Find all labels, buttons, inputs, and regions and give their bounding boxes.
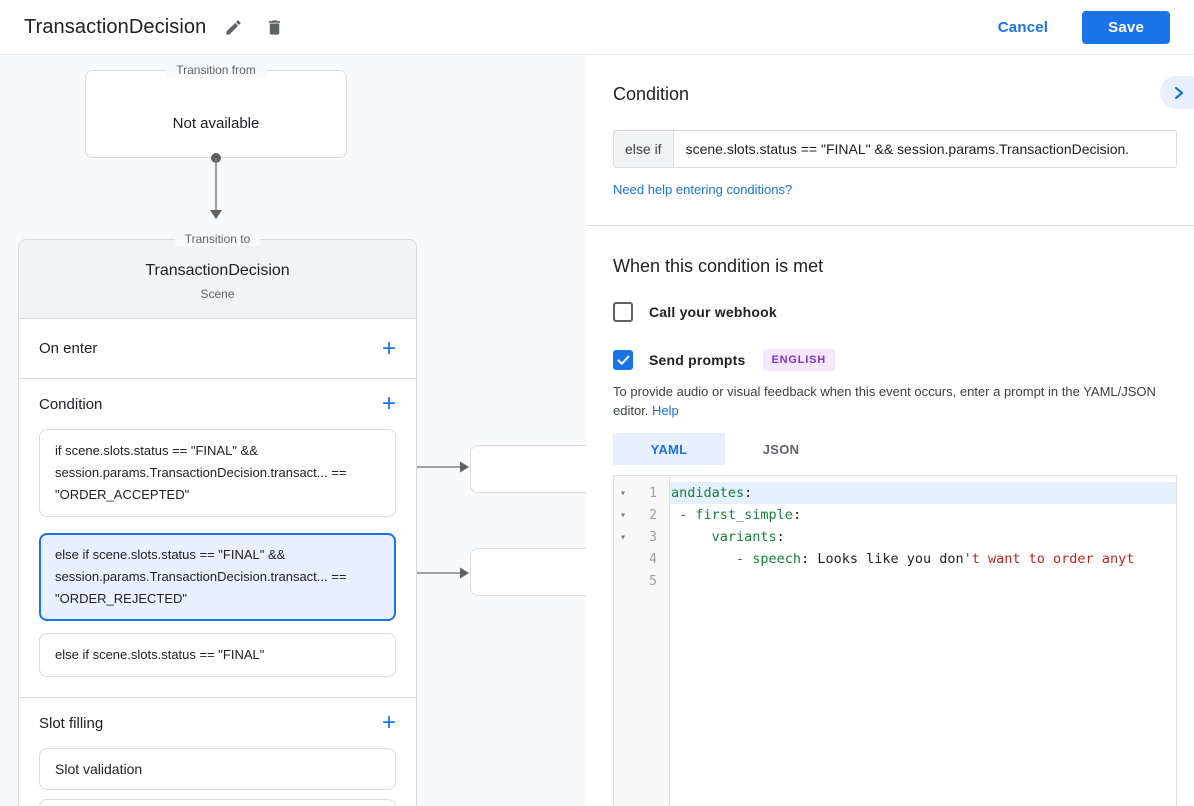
panel-divider xyxy=(586,225,1194,226)
pencil-icon xyxy=(224,18,243,37)
slot-filling-label: Slot filling xyxy=(39,714,104,732)
topbar: TransactionDecision Cancel Save xyxy=(0,0,1194,55)
yaml-key: - speech xyxy=(736,551,802,567)
help-link[interactable]: Help xyxy=(652,403,679,418)
language-badge: ENGLISH xyxy=(762,349,836,371)
flow-canvas: Transition from Not available Transition… xyxy=(0,55,586,806)
yaml-key: andidates xyxy=(671,485,745,501)
condition-input-row: else if xyxy=(613,130,1177,168)
send-prompts-checkbox[interactable] xyxy=(613,350,633,370)
when-condition-met-title: When this condition is met xyxy=(613,256,824,276)
yaml-indent xyxy=(671,551,736,567)
transition-from-value: Not available xyxy=(172,115,260,132)
line-number: 4 xyxy=(649,551,657,567)
transition-from-label: Transition from xyxy=(166,63,266,77)
call-webhook-checkbox[interactable] xyxy=(613,302,633,322)
condition-expression-input[interactable] xyxy=(673,131,1176,167)
prompt-hint: To provide audio or visual feedback when… xyxy=(613,382,1173,420)
editor-tabs: YAML JSON xyxy=(613,433,1177,465)
yaml-key: - first_simple xyxy=(679,507,793,523)
editor-code-area[interactable]: andidates: - first_simple: variants: - s… xyxy=(670,476,1176,806)
yaml-string: 't want to order anyt xyxy=(963,551,1135,567)
scene-card-header[interactable]: TransactionDecision Scene xyxy=(19,240,416,319)
chevron-right-icon xyxy=(1173,86,1185,99)
condition-panel: Condition else if Need help entering con… xyxy=(586,55,1194,806)
yaml-plain-text: Looks like you don xyxy=(809,551,964,567)
prompt-hint-text: To provide audio or visual feedback when… xyxy=(613,384,1156,418)
condition-section-label: Condition xyxy=(39,395,103,413)
line-number: 1 xyxy=(649,485,657,501)
condition-card-accepted[interactable]: if scene.slots.status == "FINAL" && sess… xyxy=(39,429,396,517)
trash-icon xyxy=(265,18,284,37)
yaml-indent xyxy=(671,529,712,545)
line-number: 3 xyxy=(649,529,657,545)
add-on-enter-icon[interactable] xyxy=(382,337,396,361)
edit-scene-button[interactable] xyxy=(220,14,247,41)
transition-target-box[interactable] xyxy=(470,548,586,596)
add-slot-icon[interactable] xyxy=(382,711,396,735)
transition-to-label: Transition to xyxy=(174,232,261,246)
tab-yaml[interactable]: YAML xyxy=(613,433,725,465)
call-webhook-label: Call your webhook xyxy=(649,304,777,320)
slot-validation-card[interactable]: Slot validation xyxy=(39,748,396,790)
transition-target-box[interactable] xyxy=(470,445,586,493)
fold-arrow-icon[interactable] xyxy=(614,532,632,543)
code-line-2: - first_simple: xyxy=(670,504,1176,526)
fold-arrow-icon[interactable] xyxy=(614,488,632,499)
add-condition-icon[interactable] xyxy=(382,392,396,416)
editor-gutter: 1 2 3 4 5 xyxy=(614,476,670,806)
scene-type: Scene xyxy=(200,287,235,301)
checkmark-icon xyxy=(617,355,630,366)
line-number: 2 xyxy=(649,507,657,523)
yaml-punct: : xyxy=(776,529,785,545)
yaml-punct: : xyxy=(801,551,810,567)
condition-prefix: else if xyxy=(614,131,674,167)
page-title: TransactionDecision xyxy=(24,15,207,38)
yaml-key: variants xyxy=(711,529,777,545)
webhook-row: Call your webhook xyxy=(613,302,1177,322)
fold-arrow-icon[interactable] xyxy=(614,510,632,521)
conditions-help-link[interactable]: Need help entering conditions? xyxy=(613,182,793,197)
yaml-punct: : xyxy=(792,507,802,523)
code-line-3: variants: xyxy=(670,526,1176,548)
condition-card-rejected-selected[interactable]: else if scene.slots.status == "FINAL" &&… xyxy=(39,533,396,621)
panel-title: Condition xyxy=(613,84,690,104)
tab-json[interactable]: JSON xyxy=(725,433,837,465)
condition-section: Condition if scene.slots.status == "FINA… xyxy=(19,379,416,698)
transition-from-node[interactable]: Transition from Not available xyxy=(85,63,347,158)
on-enter-section: On enter xyxy=(19,319,416,379)
code-line-1: andidates: xyxy=(670,482,1176,504)
send-prompts-row: Send prompts ENGLISH xyxy=(613,349,1177,371)
line-number: 5 xyxy=(649,573,657,589)
slot-card-partial[interactable] xyxy=(39,799,396,806)
delete-scene-button[interactable] xyxy=(261,14,288,41)
yaml-code-editor[interactable]: 1 2 3 4 5 andidates: - first_simple: var… xyxy=(613,475,1177,806)
send-prompts-label: Send prompts xyxy=(649,352,746,368)
collapse-panel-button[interactable] xyxy=(1160,76,1194,109)
yaml-indent xyxy=(671,507,679,523)
yaml-punct: : xyxy=(744,485,753,501)
scene-card: Transition to TransactionDecision Scene … xyxy=(18,232,417,806)
on-enter-label: On enter xyxy=(39,340,98,357)
condition-card-final[interactable]: else if scene.slots.status == "FINAL" xyxy=(39,633,396,677)
code-line-4: - speech: Looks like you don't want to o… xyxy=(670,548,1176,570)
slot-filling-section: Slot filling Slot validation xyxy=(19,698,416,806)
save-button[interactable]: Save xyxy=(1082,10,1170,44)
scene-name: TransactionDecision xyxy=(145,262,290,279)
cancel-button[interactable]: Cancel xyxy=(997,18,1049,36)
code-line-5 xyxy=(670,570,1176,592)
